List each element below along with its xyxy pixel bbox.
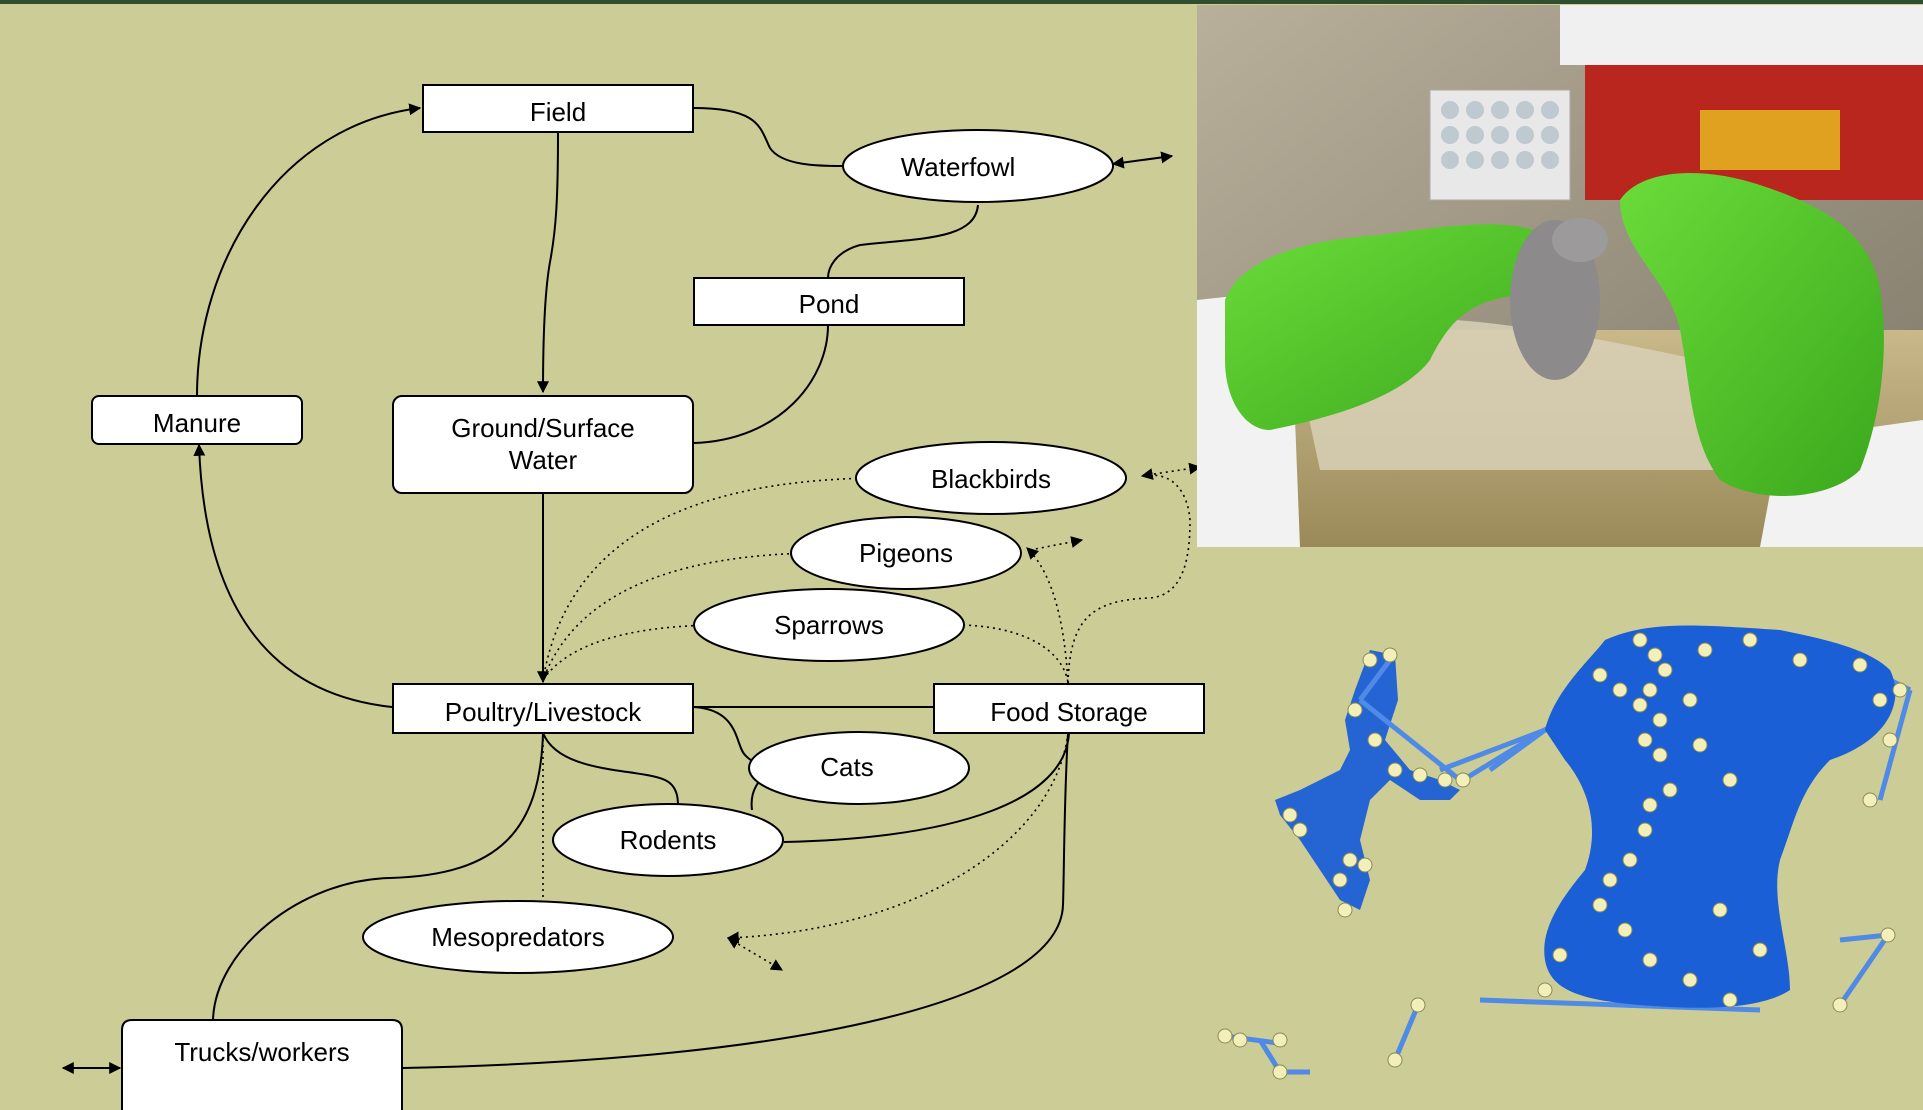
- dotted-connections: [542, 462, 1202, 971]
- node-waterfowl-shape: [842, 129, 1114, 203]
- label-pond: Pond: [799, 289, 860, 319]
- network-main-cluster: [1544, 625, 1896, 1008]
- solid-connections: [61, 103, 1174, 1074]
- node-pond-box: [693, 277, 965, 326]
- node-foodstorage-box: [933, 683, 1205, 734]
- diagram-nodes: [91, 84, 1205, 1110]
- top-rule: [0, 0, 1923, 4]
- edge-poultry-trucks: [212, 732, 544, 1021]
- edge-poultry-rodents: [542, 732, 679, 807]
- label-cats: Cats: [820, 752, 873, 782]
- label-foodstorage: Food Storage: [990, 697, 1148, 727]
- edge-pigeons-external: [1029, 536, 1084, 551]
- label-waterfowl: Waterfowl: [901, 152, 1016, 182]
- node-sparrows-shape: [693, 588, 965, 662]
- edge-poultry-manure: [193, 443, 393, 708]
- label-trucks: Trucks/workers: [174, 1037, 349, 1067]
- label-pigeons: Pigeons: [859, 538, 953, 568]
- node-water-box: [392, 395, 694, 494]
- edge-mesopredators-external: [726, 937, 784, 971]
- contact-network: [1217, 625, 1913, 1080]
- edge-pigeons-poultry: [542, 552, 814, 681]
- node-trucks-box: [121, 1019, 403, 1110]
- label-sparrows: Sparrows: [774, 610, 884, 640]
- edge-sparrows-poultry: [542, 624, 724, 681]
- label-water-line2: Water: [509, 445, 578, 475]
- network-nodes: [1217, 632, 1908, 1080]
- edge-waterfowl-external: [1111, 151, 1174, 169]
- label-field: Field: [530, 97, 586, 127]
- node-poultry-box: [392, 683, 694, 734]
- node-cats-shape: [748, 731, 970, 805]
- node-field-box: [422, 84, 694, 133]
- label-blackbirds: Blackbirds: [931, 464, 1051, 494]
- node-manure-box: [91, 395, 303, 445]
- edge-sparrows-foodstorage: [962, 624, 1069, 684]
- edge-field-water: [537, 131, 559, 394]
- node-rodents-shape: [552, 803, 784, 877]
- label-poultry: Poultry/Livestock: [445, 697, 643, 727]
- lab-photo: [1197, 5, 1923, 547]
- node-mesopredators-shape: [362, 900, 674, 974]
- edge-blackbirds-external: [1147, 462, 1202, 476]
- edge-foodstorage-trucks: [402, 732, 1069, 1069]
- node-labels: Field Waterfowl Pond Manure Ground/Surfa…: [153, 97, 1148, 1067]
- label-mesopredators: Mesopredators: [431, 922, 604, 952]
- label-rodents: Rodents: [620, 825, 717, 855]
- edge-manure-field: [196, 103, 422, 397]
- edge-field-waterfowl: [692, 107, 843, 167]
- label-water-line1: Ground/Surface: [451, 413, 635, 443]
- edge-foodstorage-blackbirds: [1067, 468, 1191, 684]
- edge-pond-water: [693, 324, 829, 444]
- node-blackbirds-shape: [855, 441, 1127, 515]
- node-pigeons-shape: [790, 516, 1022, 590]
- edge-waterfowl-pond: [827, 204, 979, 279]
- edge-foodstorage-pigeons: [1026, 547, 1069, 684]
- label-manure: Manure: [153, 408, 241, 438]
- network-left-cluster: [1275, 650, 1460, 910]
